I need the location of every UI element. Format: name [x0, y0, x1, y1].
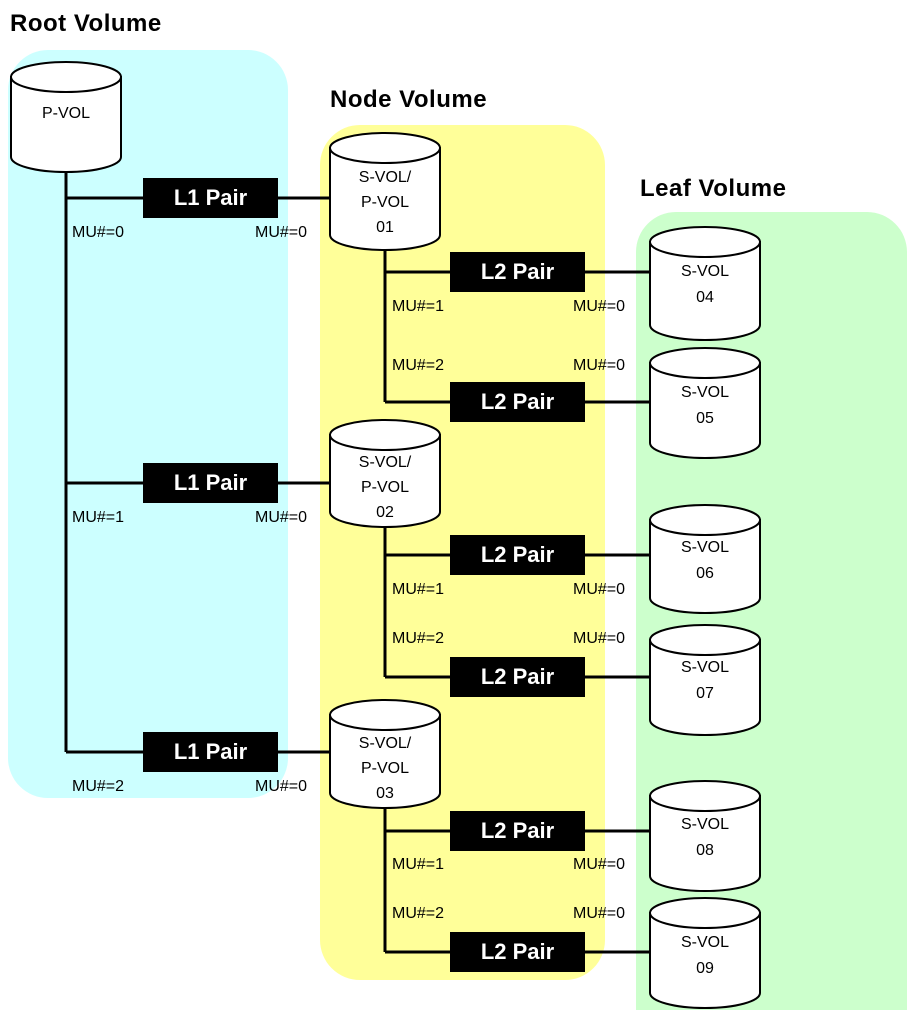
node-volume-label-02: S-VOL/ P-VOL 02: [330, 450, 440, 525]
root-volume-title: Root Volume: [10, 10, 162, 37]
mu-label: MU#=0: [573, 856, 626, 873]
cylinder-body: [649, 639, 761, 736]
leaf-vol-line: S-VOL: [680, 384, 729, 401]
mu-label: MU#=0: [573, 905, 626, 922]
leaf-vol-line: 06: [696, 565, 714, 582]
node-vol-line: S-VOL/: [358, 735, 412, 752]
node-volume-label-01: S-VOL/ P-VOL 01: [330, 165, 440, 240]
mu-label: MU#=0: [255, 224, 308, 241]
leaf-volume-label-04: S-VOL 04: [650, 259, 760, 311]
l2-pair-box: L2 Pair: [450, 657, 585, 697]
leaf-volume-cylinder-08: [649, 780, 761, 892]
mu-label: MU#=2: [392, 357, 445, 374]
l2-pair-box: L2 Pair: [450, 811, 585, 851]
node-vol-line: 01: [376, 219, 394, 236]
mu-label: MU#=0: [72, 224, 125, 241]
leaf-volume-label-05: S-VOL 05: [650, 380, 760, 432]
leaf-volume-cylinder-04: [649, 226, 761, 341]
cylinder-top: [649, 897, 761, 929]
node-vol-line: S-VOL/: [358, 169, 412, 186]
leaf-volume-cylinder-06: [649, 504, 761, 614]
node-volume-label-03: S-VOL/ P-VOL 03: [330, 731, 440, 806]
root-pvol-label: P-VOL: [11, 101, 121, 127]
l2-pair-box: L2 Pair: [450, 932, 585, 972]
node-volume-cylinder-02: [329, 419, 441, 528]
mu-label: MU#=0: [255, 778, 308, 795]
cylinder-top: [329, 699, 441, 731]
leaf-volume-cylinder-07: [649, 624, 761, 736]
root-volume-region: [8, 50, 288, 798]
cylinder-group: [10, 61, 761, 1009]
root-pvol-cylinder: [10, 61, 122, 173]
mu-label: MU#=1: [392, 581, 445, 598]
cylinder-top: [329, 132, 441, 164]
cylinder-body: [649, 795, 761, 892]
mu-label: MU#=2: [72, 778, 125, 795]
leaf-vol-line: S-VOL: [680, 659, 729, 676]
node-vol-line: P-VOL: [360, 479, 409, 496]
node-vol-line: 03: [376, 785, 394, 802]
node-vol-line: P-VOL: [360, 194, 409, 211]
cylinder-body: [329, 434, 441, 528]
l1-pair-box: L1 Pair: [143, 732, 278, 772]
node-volume-title: Node Volume: [330, 86, 488, 113]
mu-label: MU#=0: [573, 357, 626, 374]
cylinder-body: [649, 241, 761, 341]
node-vol-line: P-VOL: [360, 760, 409, 777]
leaf-volume-label-06: S-VOL 06: [650, 535, 760, 587]
cylinder-top: [649, 347, 761, 379]
l2-pair-box: L2 Pair: [450, 252, 585, 292]
cylinder-body: [329, 714, 441, 809]
leaf-volume-label-09: S-VOL 09: [650, 930, 760, 982]
mu-label: MU#=0: [573, 581, 626, 598]
cylinder-body: [649, 912, 761, 1009]
mu-label: MU#=0: [255, 509, 308, 526]
leaf-volume-title: Leaf Volume: [640, 175, 787, 202]
leaf-vol-line: 07: [696, 685, 714, 702]
cylinder-body: [649, 519, 761, 614]
l2-pair-box: L2 Pair: [450, 535, 585, 575]
cylinder-body: [10, 76, 122, 173]
mu-label: MU#=2: [392, 630, 445, 647]
l1-pair-box: L1 Pair: [143, 463, 278, 503]
leaf-volume-label-08: S-VOL 08: [650, 812, 760, 864]
cylinder-top: [649, 504, 761, 536]
mu-label: MU#=0: [573, 630, 626, 647]
mu-label: MU#=2: [392, 905, 445, 922]
root-pvol-line: P-VOL: [41, 105, 90, 122]
mu-label: MU#=1: [392, 298, 445, 315]
l2-pair-box: L2 Pair: [450, 382, 585, 422]
cylinder-top: [329, 419, 441, 451]
node-vol-line: S-VOL/: [358, 454, 412, 471]
leaf-vol-line: 08: [696, 842, 714, 859]
node-vol-line: 02: [376, 504, 394, 521]
cylinder-body: [329, 147, 441, 251]
mu-label: MU#=0: [573, 298, 626, 315]
cylinder-top: [649, 624, 761, 656]
cylinder-top: [649, 226, 761, 258]
mu-label: MU#=1: [72, 509, 125, 526]
leaf-vol-line: 04: [696, 289, 714, 306]
node-volume-cylinder-03: [329, 699, 441, 809]
leaf-vol-line: S-VOL: [680, 263, 729, 280]
leaf-volume-label-07: S-VOL 07: [650, 655, 760, 707]
l1-pair-box: L1 Pair: [143, 178, 278, 218]
node-volume-cylinder-01: [329, 132, 441, 251]
leaf-vol-line: S-VOL: [680, 539, 729, 556]
leaf-vol-line: 05: [696, 410, 714, 427]
cylinder-top: [649, 780, 761, 812]
leaf-vol-line: S-VOL: [680, 816, 729, 833]
cylinder-top: [10, 61, 122, 93]
leaf-volume-cylinder-09: [649, 897, 761, 1009]
leaf-vol-line: 09: [696, 960, 714, 977]
mu-label: MU#=1: [392, 856, 445, 873]
leaf-vol-line: S-VOL: [680, 934, 729, 951]
leaf-volume-cylinder-05: [649, 347, 761, 459]
cylinder-body: [649, 362, 761, 459]
